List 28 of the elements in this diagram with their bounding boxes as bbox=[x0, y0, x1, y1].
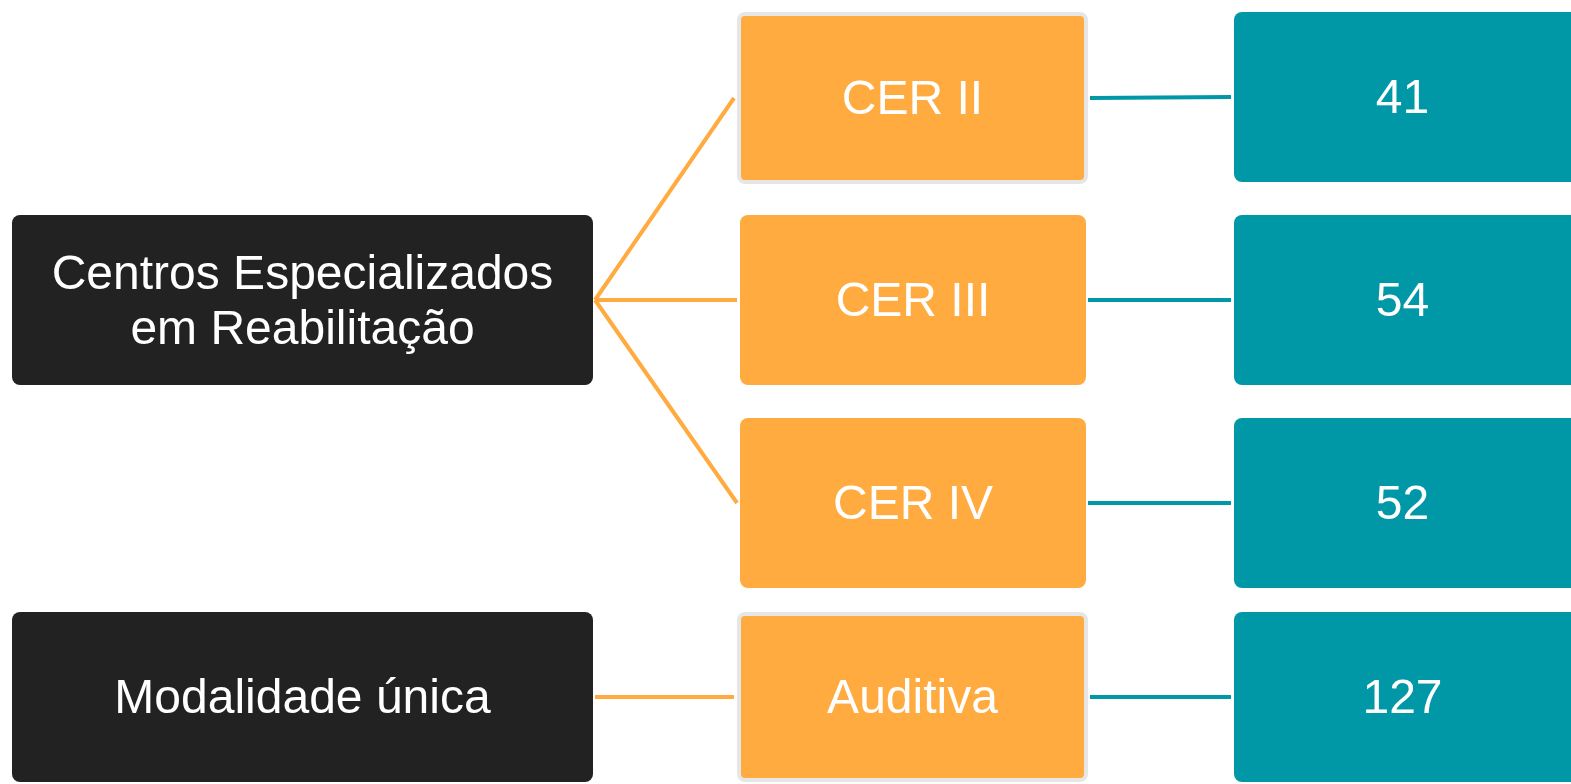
box-label: CER III bbox=[835, 272, 991, 328]
box-label: 41 bbox=[1375, 69, 1430, 125]
count-box bbox=[1234, 12, 1571, 182]
type-box bbox=[740, 215, 1086, 385]
box-label: 52 bbox=[1375, 475, 1430, 531]
connector-line bbox=[1088, 298, 1231, 302]
box-label: CER II bbox=[841, 70, 984, 126]
box-label: 127 bbox=[1362, 669, 1443, 725]
type-box bbox=[737, 12, 1088, 184]
type-box bbox=[740, 418, 1086, 588]
connector-line bbox=[1088, 501, 1231, 505]
connector-line bbox=[593, 298, 739, 505]
count-box bbox=[1234, 215, 1571, 385]
category-box bbox=[12, 612, 593, 782]
connector-line bbox=[1090, 95, 1231, 100]
connector-line bbox=[593, 96, 736, 302]
connector-line bbox=[595, 695, 734, 699]
box-label: Centros Especializados em Reabilitação bbox=[50, 244, 555, 356]
box-label: Auditiva bbox=[827, 669, 998, 725]
box-label: Modalidade única bbox=[114, 669, 491, 725]
type-box bbox=[737, 612, 1088, 782]
connector-line bbox=[595, 298, 737, 302]
box-label: CER IV bbox=[833, 475, 993, 531]
category-box bbox=[12, 215, 593, 385]
count-box bbox=[1234, 612, 1571, 782]
connector-line bbox=[1090, 695, 1231, 699]
count-box bbox=[1234, 418, 1571, 588]
box-label: 54 bbox=[1375, 272, 1430, 328]
